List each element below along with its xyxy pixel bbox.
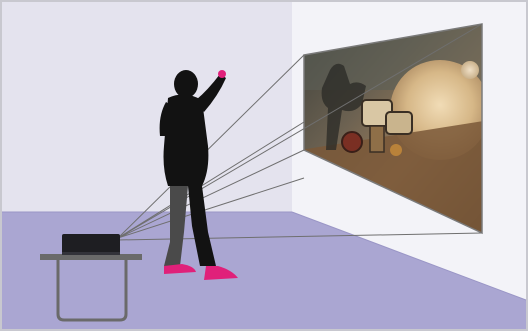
back-wall bbox=[2, 2, 292, 212]
moon-icon bbox=[461, 61, 479, 79]
projector-icon bbox=[62, 234, 120, 255]
